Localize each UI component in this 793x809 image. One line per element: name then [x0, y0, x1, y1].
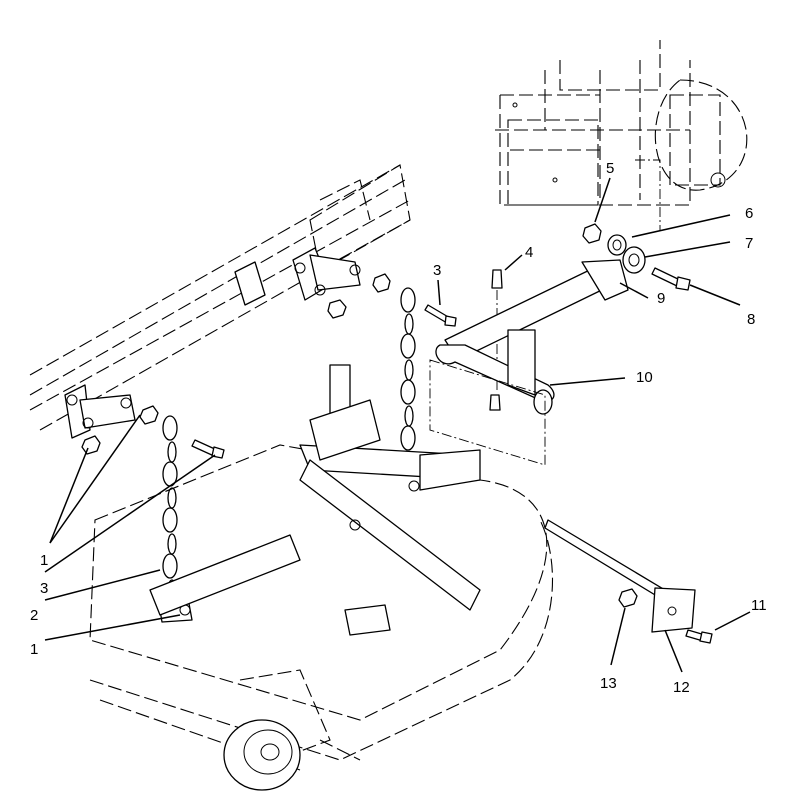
callout-3-right: 3	[433, 262, 441, 279]
nut-parts	[81, 223, 638, 608]
callout-10: 10	[636, 369, 653, 386]
hanger-bracket-front	[64, 384, 136, 439]
callout-1-upper: 1	[40, 552, 48, 569]
callout-12: 12	[673, 679, 690, 696]
callout-6: 6	[745, 205, 753, 222]
bolt-parts	[191, 267, 713, 644]
callout-labels: 1 3 2 1 3 4 5 6 7 8 9 10 11 12 13	[30, 160, 767, 696]
callout-4: 4	[525, 244, 533, 261]
tractor-frame	[495, 40, 748, 230]
gauge-wheel	[223, 669, 331, 791]
callout-5: 5	[606, 160, 614, 177]
mount-plate-outline	[429, 359, 546, 466]
callout-9: 9	[657, 290, 665, 307]
leader-lines	[44, 177, 751, 673]
callout-2: 2	[30, 607, 38, 624]
mower-frame-rail	[29, 164, 411, 431]
callout-13: 13	[600, 675, 617, 692]
callout-11: 11	[751, 597, 767, 614]
callout-1-lower: 1	[30, 641, 38, 658]
callout-3-left: 3	[40, 580, 48, 597]
rear-rod	[544, 519, 696, 633]
callout-8: 8	[747, 311, 755, 328]
hitch-bar	[435, 259, 629, 415]
mower-deck	[89, 364, 553, 771]
washer-and-eye	[607, 234, 646, 274]
callout-7: 7	[745, 235, 753, 252]
hanger-bracket-rear	[234, 247, 361, 306]
